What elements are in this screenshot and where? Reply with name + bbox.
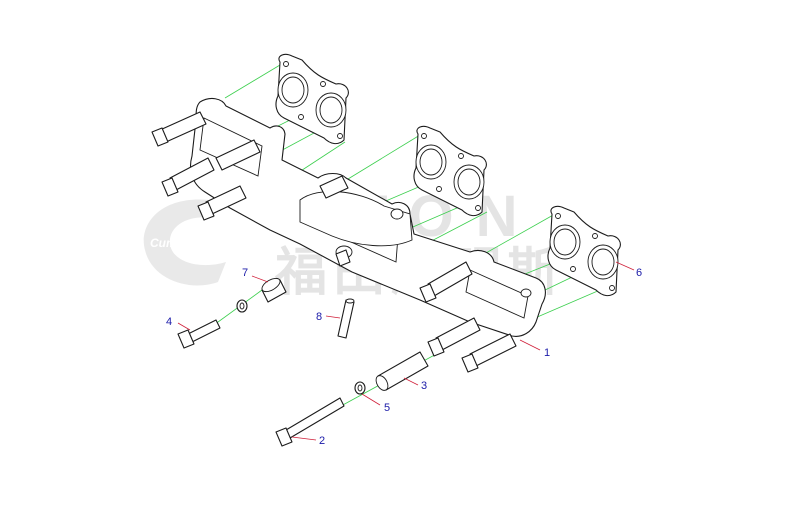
manifold-mount-hole: [390, 208, 404, 220]
long-spacer-3[interactable]: [374, 351, 429, 392]
gasket-bolt-hole: [337, 133, 343, 139]
gasket-port-inner-a: [553, 228, 577, 256]
callout-8[interactable]: 8: [316, 311, 322, 323]
gasket-bolt-hole: [592, 233, 598, 239]
gasket-bolt-hole: [555, 213, 561, 219]
gasket-port-inner-b: [319, 96, 343, 124]
watermark-brand-script: Cumm: [150, 236, 188, 250]
gasket-bolt-hole: [320, 81, 326, 87]
callout-1[interactable]: 1: [544, 347, 550, 359]
callout-4[interactable]: 4: [166, 316, 172, 328]
exhaust-gasket-right[interactable]: [547, 205, 621, 297]
leader-lines: [177, 261, 635, 441]
gasket-bolt-hole: [436, 186, 442, 192]
gasket-bolt-hole: [421, 133, 427, 139]
callout-2[interactable]: 2: [319, 435, 325, 447]
watermark-logo-arc: [143, 199, 226, 286]
spacer-sleeve-7[interactable]: [260, 276, 287, 303]
manifold-flange-left: [199, 117, 263, 177]
installed-spacers: [151, 111, 517, 373]
washer-5[interactable]: [236, 299, 366, 395]
gasket-port-inner-a: [419, 148, 443, 176]
short-bolt-4[interactable]: [177, 319, 221, 349]
gasket-bolt-hole: [283, 61, 289, 67]
gasket-bolt-hole: [475, 205, 481, 211]
manifold-port-hole: [520, 288, 532, 298]
gasket-port-inner-a: [281, 76, 305, 104]
manifold-flange-right: [465, 269, 529, 319]
gasket-bolt-hole: [298, 114, 304, 120]
gasket-bolt-hole: [609, 285, 615, 291]
dowel-pin-8[interactable]: [337, 298, 355, 339]
gasket-bolt-hole: [458, 153, 464, 159]
callout-labels: 1 2 3 4 5 6 7 8: [166, 267, 642, 447]
long-bolt-2[interactable]: [275, 397, 345, 447]
gasket-bolt-hole: [570, 266, 576, 272]
exhaust-gasket-centre[interactable]: [413, 125, 487, 217]
callout-6[interactable]: 6: [636, 267, 642, 279]
callout-5[interactable]: 5: [384, 402, 390, 414]
gasket-port-inner-b: [457, 168, 481, 196]
callout-3[interactable]: 3: [421, 380, 427, 392]
exhaust-gasket-left[interactable]: [275, 53, 349, 145]
gasket-port-inner-b: [591, 248, 615, 276]
callout-7[interactable]: 7: [242, 267, 248, 279]
